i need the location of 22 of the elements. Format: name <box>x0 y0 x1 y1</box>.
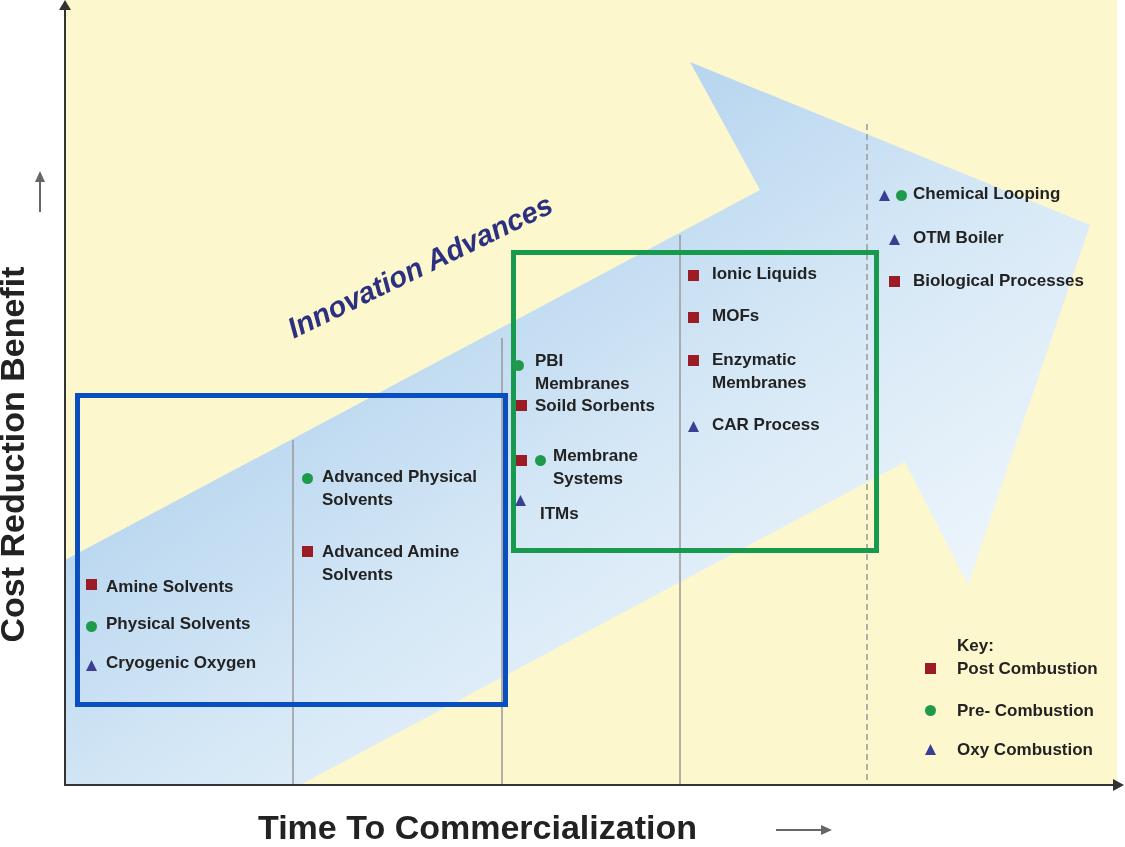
item-label: Ionic Liquids <box>712 263 818 285</box>
item-label: Cryogenic Oxygen <box>106 652 258 674</box>
item-label: Advanced Physical Solvents <box>322 466 478 511</box>
legend-heading: Key: <box>957 635 995 657</box>
item-label: Soild Sorbents <box>535 395 656 417</box>
item-label: Biological Processes <box>913 270 1086 292</box>
item-label: Enzymatic Membranes <box>712 349 808 394</box>
item-label: Physical Solvents <box>106 613 252 635</box>
item-label: OTM Boiler <box>913 227 1005 249</box>
item-label: Advanced Amine Solvents <box>322 541 461 586</box>
item-label: Amine Solvents <box>106 576 235 598</box>
legend-label: Post Combustion <box>957 658 1099 680</box>
item-label: CAR Process <box>712 414 821 436</box>
item-label: Chemical Looping <box>913 183 1062 205</box>
item-label: ITMs <box>540 503 580 525</box>
item-label: PBI Membranes <box>535 350 631 395</box>
legend-label: Pre- Combustion <box>957 700 1095 722</box>
item-label: MOFs <box>712 305 761 327</box>
axis-title: Time To Commercialization <box>258 808 697 847</box>
legend-label: Oxy Combustion <box>957 739 1094 761</box>
item-label: Membrane Systems <box>553 445 640 490</box>
axis-title: Cost Reduction Benefit <box>0 266 33 643</box>
